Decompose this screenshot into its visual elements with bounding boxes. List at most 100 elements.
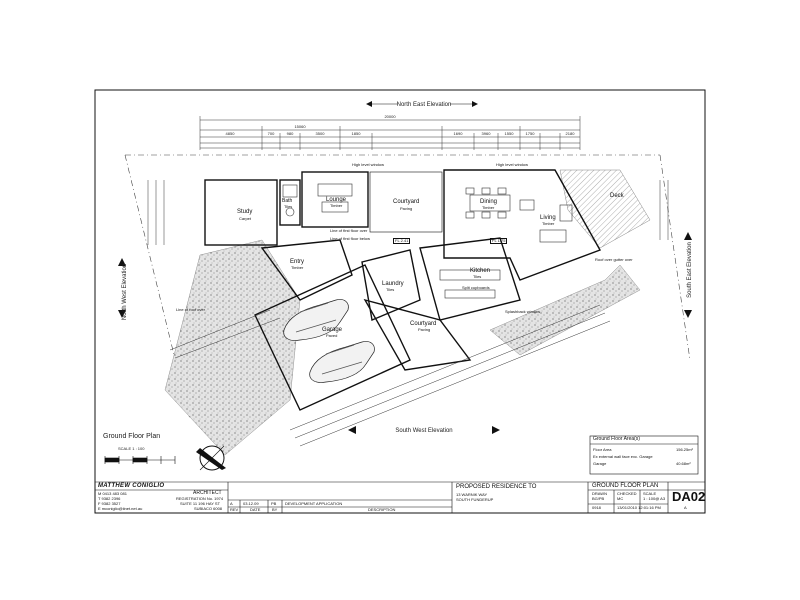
room-label-lounge: Lounge [326, 197, 347, 203]
contact-mobile: M 0413 483 081 [98, 491, 127, 496]
car-icon [309, 341, 375, 383]
room-label-entry: Entry [290, 259, 305, 265]
room-label-courtyard-bottom: Courtyard [410, 321, 437, 327]
room-label-kitchen: Kitchen [470, 268, 491, 274]
room-finish-courtyard-bottom: Paving [418, 327, 431, 332]
area-row-label: Ex external wall face exc. Garage [593, 454, 653, 459]
drawn-label: DRAWN [592, 491, 607, 496]
drawn-value: BG/PB [592, 496, 605, 501]
sheet-border [94, 89, 706, 514]
revision-header-description: DESCRIPTION [368, 507, 396, 512]
dim-row3-value: 1850 [352, 131, 362, 136]
room-label-study: Study [237, 209, 253, 215]
area-row-value: 156.25m² [676, 447, 693, 452]
scale-label: SCALE [643, 491, 657, 496]
room-label-living: Living [540, 215, 556, 221]
room-finish-entry: Timber [291, 265, 304, 270]
dim-row3-value: 1690 [454, 131, 464, 136]
architect-name: MATTHEW CONIGLIO [98, 483, 165, 489]
south-west-elevation-marker: South West Elevation [348, 426, 500, 434]
room-label-deck: Deck [610, 193, 624, 199]
project-heading: PROPOSED RESIDENCE TO [456, 484, 537, 490]
checked-label: CHECKED [617, 491, 637, 496]
north-west-elevation-marker: North West Elevation [118, 258, 128, 320]
south-west-elevation-label: South West Elevation [395, 428, 452, 434]
room-finish-lounge: Timber [330, 203, 343, 208]
revision-description: DEVELOPMENT APPLICATION [285, 501, 343, 506]
dim-row3-value: 3960 [482, 131, 492, 136]
dim-row3-value: 2180 [566, 131, 576, 136]
landscape-stipple-left [164, 239, 301, 456]
dim-row3-value: 980 [287, 131, 294, 136]
dim-row3-value: 3500 [316, 131, 326, 136]
floor-level-tag: FL 1.75 [490, 238, 508, 245]
registration-number: REGISTRATION No. 1974 [176, 496, 224, 501]
room-finish-kitchen: Tiles [473, 274, 482, 279]
architect-title: ARCHITECT [193, 490, 222, 496]
contact-phone: T 9382 2396 [98, 496, 121, 501]
area-schedule-frame [589, 435, 699, 475]
project-address-2: SOUTH FUNDERUP [456, 497, 494, 502]
room-finish-courtyard-top: Paving [400, 206, 413, 211]
checked-value: MC [617, 496, 624, 501]
north-east-elevation-label: North East Elevation [397, 102, 452, 108]
revision-header-date: DATE [250, 507, 261, 512]
note-high-level-window-2: High level window [496, 162, 529, 167]
drawing-title: GROUND FLOOR PLAN [592, 483, 659, 489]
area-row-label: Garage [593, 461, 607, 466]
note-splashback: Splashback window [505, 309, 541, 314]
plan-title: Ground Floor Plan [103, 433, 160, 440]
scale-value: 1 : 100@ A3 [643, 496, 666, 501]
revision-letter: A [230, 501, 233, 506]
dim-row3-value: 1550 [505, 131, 515, 136]
room-finish-dining: Timber [482, 205, 495, 210]
revision-by: PB [271, 501, 277, 506]
dim-total: 20000 [384, 114, 396, 119]
dim-row3-value: 1750 [526, 131, 536, 136]
room-label-laundry: Laundry [382, 281, 404, 287]
deck-hatch [559, 169, 651, 249]
car-icon [283, 299, 349, 341]
plan-scale: SCALE 1 : 100 [118, 446, 145, 451]
room-label-dining: Dining [480, 199, 498, 205]
site-boundary [124, 154, 691, 421]
note-split-cupboards: Split cupboards [462, 285, 490, 290]
room-label-bath: Bath [282, 198, 293, 204]
title-block-grid [95, 481, 705, 513]
drawing-revision: A [684, 505, 687, 510]
dim-row3-value: 700 [268, 131, 275, 136]
angled-dimension-strings [169, 304, 611, 447]
dim-row2: 15060 [294, 124, 306, 129]
revision-header-by: BY [272, 507, 278, 512]
address-line-2: SUBIACO 6008 [194, 506, 223, 511]
top-dimension-strings [199, 116, 581, 150]
area-row-label: Floor Area [593, 447, 612, 452]
north-west-elevation-label: North West Elevation [122, 264, 128, 320]
south-east-elevation-label: South East Elevation [687, 242, 693, 298]
room-finish-bath: Tiles [284, 204, 293, 209]
room-label-garage: Garage [322, 327, 343, 333]
note-roof-over: Line of roof over [176, 307, 205, 312]
building-walls [204, 169, 602, 411]
north-east-elevation-marker: North East Elevation [366, 101, 478, 108]
side-dimension-strings [147, 180, 669, 245]
north-arrow-icon [196, 445, 226, 471]
address-line-1: SUITE 11 196 HAY ST [180, 501, 221, 506]
revision-date: 03.12.09 [243, 501, 259, 506]
furniture [282, 183, 573, 299]
note-high-level-window-1: High level window [352, 162, 385, 167]
dim-row3: 4850 700 980 3500 1850 1690 3960 1550 17… [226, 131, 576, 136]
plot-date: 13/01/2010 12:01:16 PM [617, 505, 661, 510]
drawing-number: DA02 [672, 489, 706, 504]
contact-fax: F 9382 3527 [98, 501, 121, 506]
job-number: 0918 [592, 505, 601, 510]
note-roof-eaves: Roof over gutter over [595, 257, 633, 262]
note-first-floor-below: Line of first floor below [330, 236, 371, 241]
room-finish-garage: Paved [326, 333, 338, 338]
room-finish-living: Timber [542, 221, 555, 226]
area-schedule-title: Ground Floor Area(s) [593, 436, 640, 442]
revision-header-rev: REV [230, 507, 239, 512]
room-finish-laundry: Tiles [386, 287, 395, 292]
floor-level-tag: FL 2.41 [393, 238, 411, 245]
